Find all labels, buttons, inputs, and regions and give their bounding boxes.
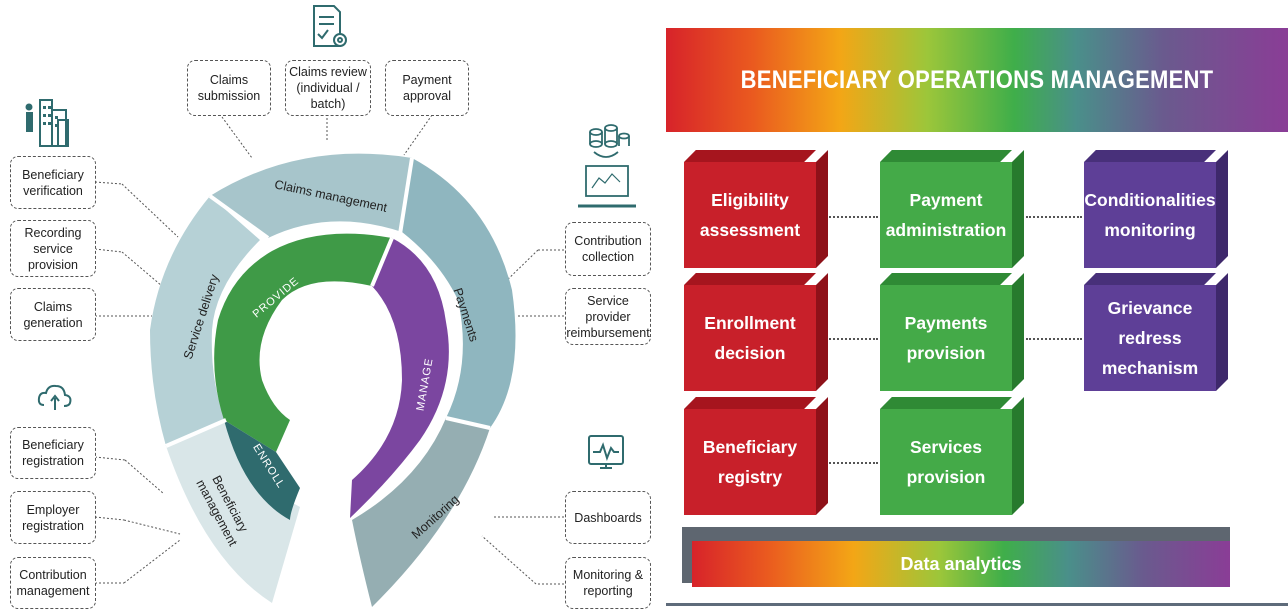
segment-separators: [165, 157, 491, 448]
box-claims-generation: Claims generation: [10, 288, 96, 341]
segment-enroll: [224, 420, 300, 520]
box-beneficiary-verification: Beneficiary verification: [10, 156, 96, 209]
block-top: [1084, 150, 1216, 162]
block-beneficiary-registry: Beneficiary registry: [684, 397, 828, 515]
block-top: [684, 273, 816, 285]
segment-payments: [402, 158, 516, 428]
block-label: Grievance redress mechanism: [1084, 285, 1216, 391]
block-label: Beneficiary registry: [684, 409, 816, 515]
box-contribution-collection: Contribution collection: [565, 222, 651, 276]
block-payments-provision: Payments provision: [880, 273, 1024, 391]
block-label: Eligibility assessment: [684, 162, 816, 268]
box-claims-submission: Claims submission: [187, 60, 271, 116]
connector-dots: [818, 462, 878, 464]
block-top: [880, 273, 1012, 285]
title-banner: BENEFICIARY OPERATIONS MANAGEMENT: [666, 28, 1288, 132]
block-services-provision: Services provision: [880, 397, 1024, 515]
connector-lines: [94, 110, 564, 585]
block-top: [880, 150, 1012, 162]
baseline-rule: [666, 603, 1288, 606]
inner-ring: [214, 233, 449, 520]
block-side: [1012, 273, 1024, 391]
connector-dots: [818, 216, 878, 218]
beneficiary-management-cycle: Claims management Payments Monitoring Se…: [10, 5, 651, 609]
box-employer-registration: Employer registration: [10, 491, 96, 544]
block-label: Payments provision: [880, 285, 1012, 391]
block-side: [1216, 273, 1228, 391]
block-enrollment-decision: Enrollment decision: [684, 273, 828, 391]
block-label: Payment administration: [880, 162, 1012, 268]
block-top: [880, 397, 1012, 409]
box-beneficiary-registration: Beneficiary registration: [10, 427, 96, 479]
document-gear-icon: [313, 5, 347, 47]
cloud-upload-icon: [37, 384, 72, 410]
block-top: [684, 397, 816, 409]
connector-dots: [1026, 338, 1082, 340]
block-side: [816, 397, 828, 515]
segment-manage: [350, 238, 449, 518]
block-side: [1012, 397, 1024, 515]
banner-title: BENEFICIARY OPERATIONS MANAGEMENT: [740, 66, 1214, 94]
segment-monitoring: [352, 418, 490, 607]
block-label: Enrollment decision: [684, 285, 816, 391]
box-recording-service-provision: Recording service provision: [10, 220, 96, 277]
beneficiary-operations-management: BENEFICIARY OPERATIONS MANAGEMENT Eligib…: [660, 0, 1288, 615]
cycle-diagram: Claims management Payments Monitoring Se…: [25, 5, 636, 607]
monitor-pulse-icon: [588, 435, 624, 469]
block-conditionalities-monitoring: Conditionalities monitoring: [1084, 150, 1228, 268]
block-top: [684, 150, 816, 162]
block-label: Conditionalities monitoring: [1084, 162, 1216, 268]
box-payment-approval: Payment approval: [385, 60, 469, 116]
outer-ring: [150, 153, 516, 607]
block-grievance-redress-mechanism: Grievance redress mechanism: [1084, 273, 1228, 391]
people-building-icon: [25, 99, 69, 147]
block-top: [1084, 273, 1216, 285]
block-eligibility-assessment: Eligibility assessment: [684, 150, 828, 268]
box-contribution-management: Contribution management: [10, 557, 96, 609]
block-side: [1216, 150, 1228, 268]
box-service-provider-reimbursement: Service provider reimbursement: [565, 288, 651, 345]
box-dashboards: Dashboards: [565, 491, 651, 544]
block-side: [816, 150, 828, 268]
box-claims-review: Claims review (individual / batch): [285, 60, 371, 116]
block-side: [816, 273, 828, 391]
connector-dots: [818, 338, 878, 340]
block-label: Services provision: [880, 409, 1012, 515]
data-analytics-label: Data analytics: [900, 553, 1022, 574]
block-side: [1012, 150, 1024, 268]
data-analytics-bar: Data analytics: [692, 541, 1230, 587]
block-payment-administration: Payment administration: [880, 150, 1024, 268]
connector-dots: [1026, 216, 1082, 218]
coins-laptop-icon: [578, 124, 636, 208]
segment-provide: [214, 233, 392, 452]
segment-claims-management: [210, 153, 412, 238]
box-monitoring-reporting: Monitoring & reporting: [565, 557, 651, 609]
segment-service-delivery: [150, 196, 260, 446]
segment-beneficiary-management: [166, 420, 300, 603]
